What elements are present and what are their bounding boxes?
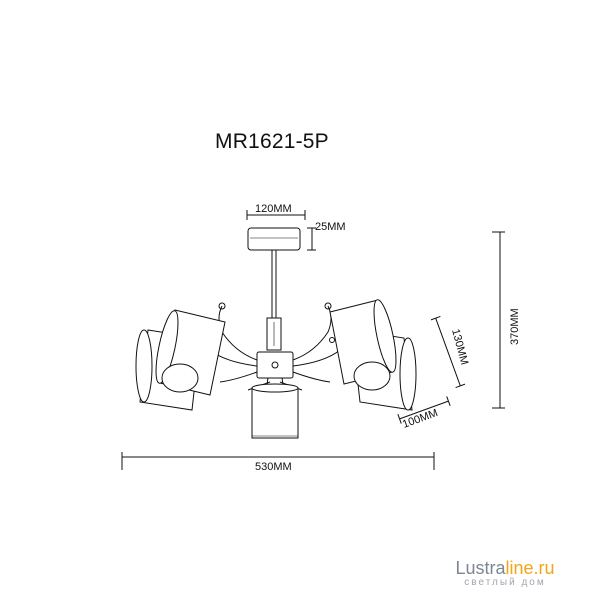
rod bbox=[266, 250, 282, 351]
shade-diameter-label: 100MM bbox=[401, 407, 440, 431]
watermark-brand: Lustraline.ru bbox=[455, 558, 555, 578]
shade-right-front bbox=[329, 299, 397, 391]
total-height-dimension bbox=[492, 231, 505, 409]
total-height-label: 370MM bbox=[509, 308, 521, 345]
canopy-diameter-label: 120MM bbox=[255, 203, 292, 215]
total-width-label: 530MM bbox=[255, 461, 292, 473]
model-title: MR1621-5P bbox=[215, 130, 329, 153]
watermark-logo: Lustraline.ru светлый дом bbox=[430, 558, 580, 588]
shade-diameter-dimension bbox=[397, 396, 451, 424]
shade-center bbox=[251, 383, 299, 439]
shade-left-front bbox=[155, 309, 226, 396]
shade-length-dimension bbox=[430, 315, 466, 389]
total-width-dimension bbox=[121, 452, 435, 470]
canopy-width-dimension bbox=[246, 210, 306, 220]
shade-length-label: 130MM bbox=[449, 328, 470, 367]
canopy-height-label: 25MM bbox=[315, 221, 346, 233]
watermark-tagline: светлый дом bbox=[464, 577, 546, 588]
central-hub bbox=[256, 351, 294, 379]
canopy bbox=[247, 227, 301, 251]
canopy-height-dimension bbox=[307, 227, 316, 251]
